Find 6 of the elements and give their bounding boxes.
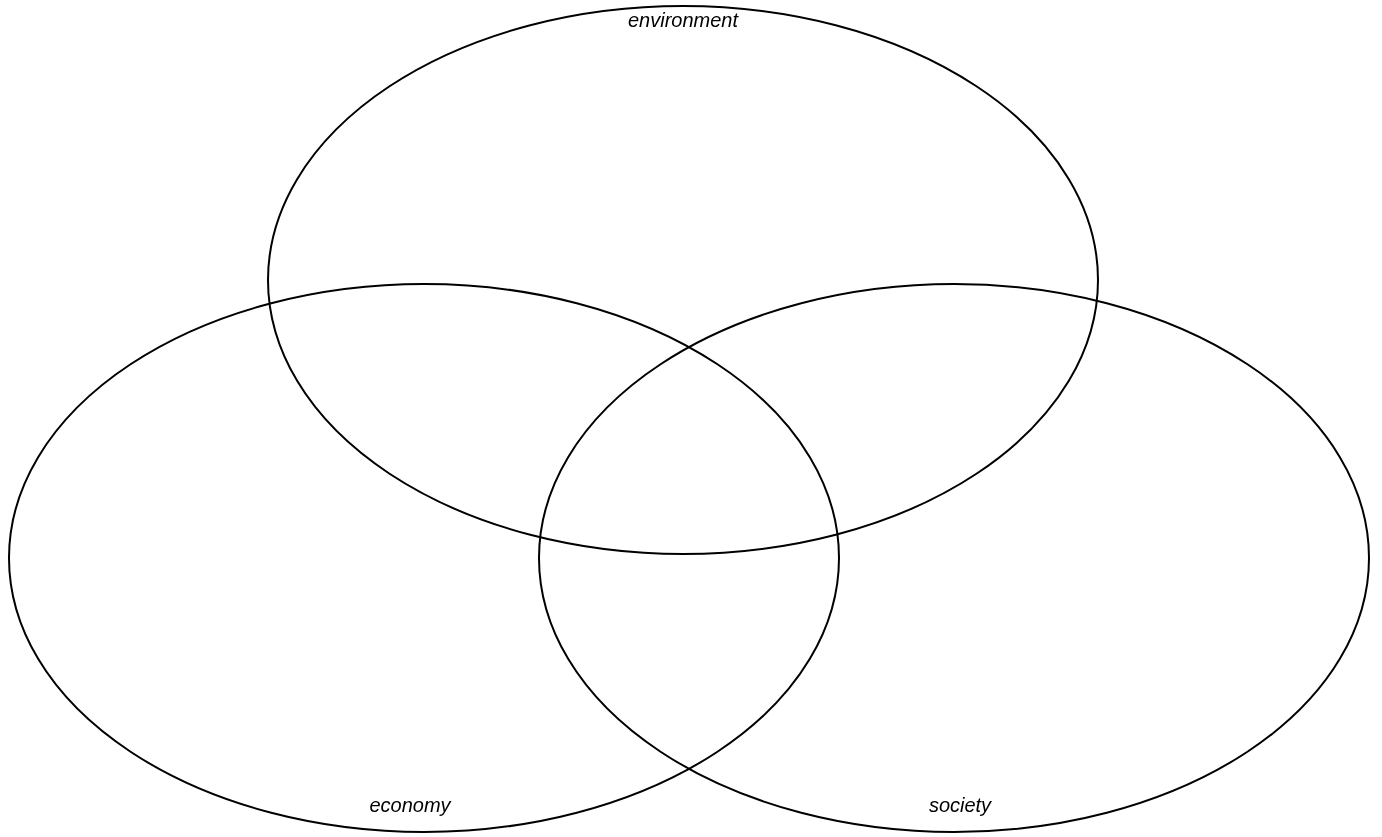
set-label: economy: [369, 793, 451, 817]
venn-ellipse: [267, 5, 1099, 555]
set-label: society: [928, 793, 992, 817]
set-label: environment: [627, 8, 739, 32]
venn-ellipse: [538, 283, 1370, 833]
venn-ellipse: [8, 283, 840, 833]
